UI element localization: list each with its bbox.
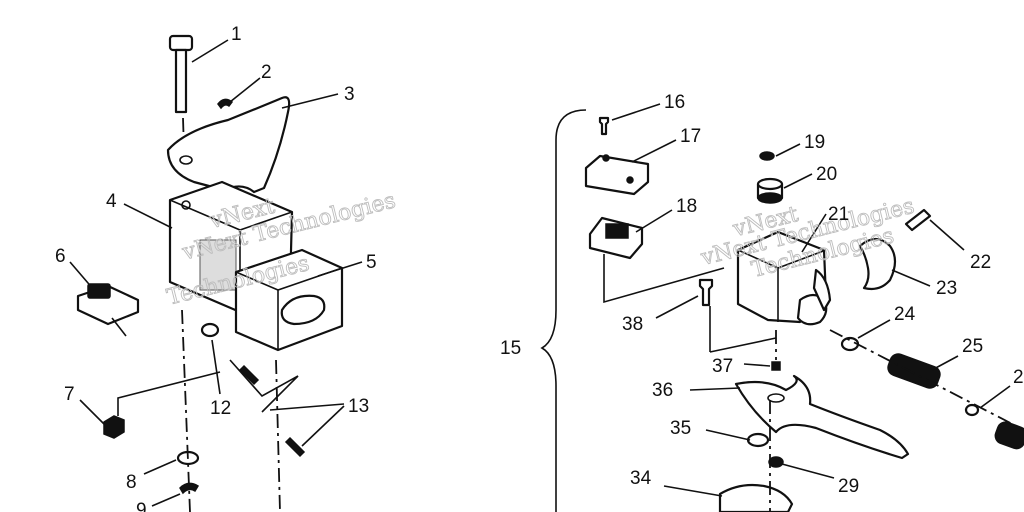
- part-29-nut: [768, 456, 784, 468]
- part-34-bracket: [718, 483, 794, 512]
- callout-15: 15: [500, 338, 521, 359]
- part-22-screw: [904, 208, 932, 232]
- callout-36: 36: [652, 380, 673, 401]
- callout-8: 8: [126, 472, 137, 493]
- callout-23: 23: [936, 278, 957, 299]
- part-36-lever: [734, 374, 910, 460]
- leader-lines: [69, 39, 1011, 507]
- callout-16: 16: [664, 92, 685, 113]
- callout-18: 18: [676, 196, 697, 217]
- part-13-screw-a: [238, 364, 260, 386]
- part-12-spacer: [200, 322, 220, 338]
- callout-1: 1: [231, 24, 242, 45]
- part-35-bushing: [746, 432, 770, 448]
- part-26-spring: [994, 421, 1024, 450]
- part-9-clip: [179, 482, 200, 495]
- right-assembly: [540, 109, 1024, 512]
- callout-12: 12: [210, 398, 231, 419]
- callout-25: 25: [962, 336, 983, 357]
- callout-34: 34: [630, 468, 652, 489]
- callout-21: 21: [828, 204, 849, 225]
- callout-20: 20: [816, 164, 837, 185]
- callout-7: 7: [64, 384, 75, 405]
- part-20-bushing: [756, 177, 784, 204]
- left-assembly: [76, 34, 344, 512]
- part-6-switch: [76, 283, 140, 337]
- part-26-washer: [964, 403, 980, 417]
- part-19-washer: [759, 151, 775, 161]
- callout-2: 2: [261, 62, 272, 83]
- part-7-nut: [103, 415, 125, 439]
- callout-29: 29: [838, 476, 859, 497]
- part-5-switch-block: [234, 248, 344, 352]
- part-21-master-cylinder: [736, 230, 832, 326]
- callout-labels: 1 2 3 4 5 6 7 8 9 12 13 15 16 17 18 19 2…: [55, 24, 1024, 512]
- brace-15: [540, 109, 587, 512]
- callout-35: 35: [670, 418, 691, 439]
- callout-9: 9: [136, 500, 147, 512]
- callout-4: 4: [106, 191, 117, 212]
- callout-22: 22: [970, 252, 991, 273]
- callout-37: 37: [712, 356, 733, 377]
- callout-13: 13: [348, 396, 369, 417]
- part-1-bolt: [168, 34, 194, 151]
- callout-19: 19: [804, 132, 825, 153]
- part-37-pin: [771, 361, 781, 371]
- callout-6: 6: [55, 246, 66, 267]
- callout-17: 17: [680, 126, 701, 147]
- part-2-clip: [217, 98, 234, 110]
- part-38-bolt: [698, 278, 714, 307]
- callout-38: 38: [622, 314, 643, 335]
- part-23-clamp: [858, 237, 897, 291]
- part-17-cap: [584, 154, 650, 196]
- callout-26-partial: 2: [1013, 367, 1024, 388]
- part-13-screw-b: [284, 436, 306, 458]
- part-16-screw: [598, 116, 610, 136]
- callout-24: 24: [894, 304, 916, 325]
- callout-5: 5: [366, 252, 377, 273]
- callout-3: 3: [344, 84, 355, 105]
